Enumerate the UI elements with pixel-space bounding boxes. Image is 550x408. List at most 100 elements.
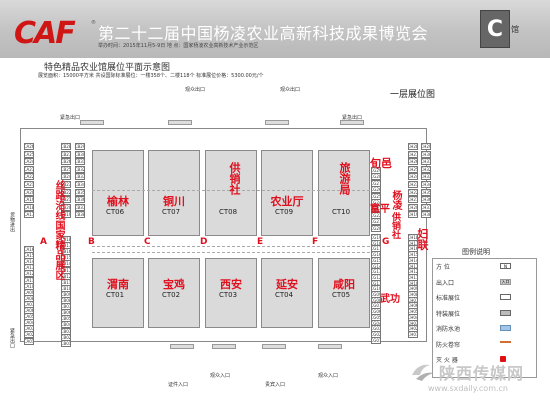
legend-swatch: 入口: [500, 278, 511, 285]
booth-code: CT02: [162, 291, 181, 299]
booth-ct10: [318, 150, 370, 236]
stall-ca24: CA24: [24, 158, 34, 166]
stall-ch20: CH20: [408, 203, 418, 211]
stall-ca21: CA21: [24, 181, 34, 188]
stall-ch23: CH23: [408, 181, 418, 188]
stall-ca17: CA17: [24, 211, 34, 219]
label-fulian: 妇联: [416, 228, 429, 250]
stall-ch35: CH35: [421, 188, 431, 196]
legend-label: 出入口: [436, 279, 455, 287]
booth-name: 榆林: [107, 195, 129, 208]
caf-logo: CAF: [14, 16, 76, 51]
legend-label: 特装展位: [436, 310, 461, 318]
legend-label: 标准展位: [436, 295, 461, 302]
hall-letter: C: [486, 16, 504, 42]
stall-cb27: CB27: [61, 150, 71, 158]
aisle-f: F: [312, 237, 319, 247]
aisle-d: D: [200, 237, 208, 247]
gate-bar: [170, 344, 194, 349]
booth-code: CT04: [275, 291, 294, 299]
gate-bar: [212, 344, 236, 349]
stall-ch38: CH38: [421, 211, 431, 219]
legend-label: 消防水池: [436, 326, 461, 333]
plan-stats: 展览面积：15000平方米 共设国际标准展位：一楼358个、二楼118个 标准展…: [38, 73, 264, 79]
aisle-g: G: [382, 237, 390, 247]
legend-swatch: [500, 356, 506, 362]
stall-ch22: CH22: [408, 188, 418, 196]
stall-cb01: CB01: [61, 339, 71, 347]
stall-cg01: CG01: [371, 336, 381, 344]
label-gongxiaoshe-2: 供销社: [390, 212, 400, 239]
gate-bottom-vip: 贵宾入口: [265, 382, 286, 388]
stall-cb37: CB37: [75, 203, 85, 211]
stall-ca22: CA22: [24, 173, 34, 181]
label-gongxiaoshe: 供销社: [228, 162, 241, 195]
booth-code: CT03: [219, 291, 238, 299]
aisle-divider: [92, 252, 370, 253]
booth-ct01: [92, 258, 144, 328]
stall-cb32: CB32: [75, 165, 85, 173]
stall-ch36: CH36: [421, 196, 431, 204]
legend-swatch: N: [500, 263, 511, 269]
floor-plan-frame: [20, 128, 427, 342]
stall-ca19: CA19: [24, 196, 34, 204]
booth-name: 农业厅: [270, 195, 304, 208]
stall-cb21: CB21: [61, 196, 71, 204]
watermark-text: 陕西传媒网: [439, 364, 525, 383]
stall-ca01: CA01: [24, 337, 34, 345]
stall-ch21: CH21: [408, 196, 418, 204]
stall-ca26: CA26: [24, 143, 34, 150]
gate-bar: [262, 344, 286, 349]
booth-ct09: [261, 150, 313, 236]
legend-label: 防火卷帘: [436, 341, 461, 349]
booth-code: CT07: [162, 208, 181, 216]
watermark-logo-icon: [412, 364, 434, 381]
stall-cb22: CB22: [61, 188, 71, 196]
stall-ch31: CH31: [421, 158, 431, 166]
stall-cb35: CB35: [75, 188, 85, 196]
stall-cb19: CB19: [61, 211, 71, 219]
legend-title: 图例说明: [462, 248, 490, 256]
stall-cb26: CB26: [61, 158, 71, 166]
label-wugong: 武功: [380, 294, 400, 305]
gate-bottom-cert: 证件入口: [168, 382, 189, 388]
watermark: 陕西传媒网 www.sxdaily.com.cn: [410, 360, 524, 393]
aisle-b: B: [88, 237, 95, 247]
label-xunyi: 旬邑: [370, 157, 392, 170]
gate-left-cargo: 货物进出: [9, 212, 15, 232]
aisle-e: E: [257, 237, 264, 247]
label-fuping: 富平: [370, 204, 390, 215]
stall-ch34: CH34: [421, 181, 431, 188]
gate-bar: [168, 120, 192, 125]
stall-ca20: CA20: [24, 188, 34, 196]
gate-bottom-visitor: 观众入口: [210, 373, 231, 379]
legend-swatch: [500, 309, 511, 316]
hall-badge: C: [480, 10, 510, 48]
expo-title: 第二十二届中国杨凌农业高新科技成果博览会: [98, 24, 429, 43]
gate-bar: [265, 120, 289, 125]
stall-cb33: CB33: [75, 173, 85, 181]
stall-cb25: CB25: [61, 165, 71, 173]
booth-code: CT10: [332, 208, 351, 216]
gate-bar: [80, 120, 104, 125]
gate-bar: [318, 344, 342, 349]
stall-ch32: CH32: [421, 165, 431, 173]
stall-ch30: CH30: [421, 150, 431, 158]
plan-title: 特色精品农业馆展位平面示意图: [44, 63, 171, 73]
label-lvyouju: 旅游局: [338, 162, 351, 195]
booth-ct05: [318, 258, 370, 328]
legend-swatch: [500, 325, 511, 331]
expo-info: 举办时间：2015年11月5-9日 地 点：国家杨凌农业高新技术产业示范区: [98, 43, 259, 49]
booth-code: CT08: [219, 208, 238, 216]
booth-ct02: [148, 258, 200, 328]
gate-top-right-emergency: 紧急出口: [342, 115, 363, 121]
watermark-url: www.sxdaily.com.cn: [428, 384, 508, 393]
booth-code: CT06: [106, 208, 125, 216]
booth-ct03: [205, 258, 257, 328]
stall-cb28: CB28: [61, 143, 71, 150]
booth-ct08: [205, 150, 257, 236]
gate-top-right: 观众出口: [280, 87, 301, 93]
legend-swatch: [500, 340, 511, 343]
booth-ct06: [92, 150, 144, 236]
booth-name: 渭南: [107, 278, 129, 291]
